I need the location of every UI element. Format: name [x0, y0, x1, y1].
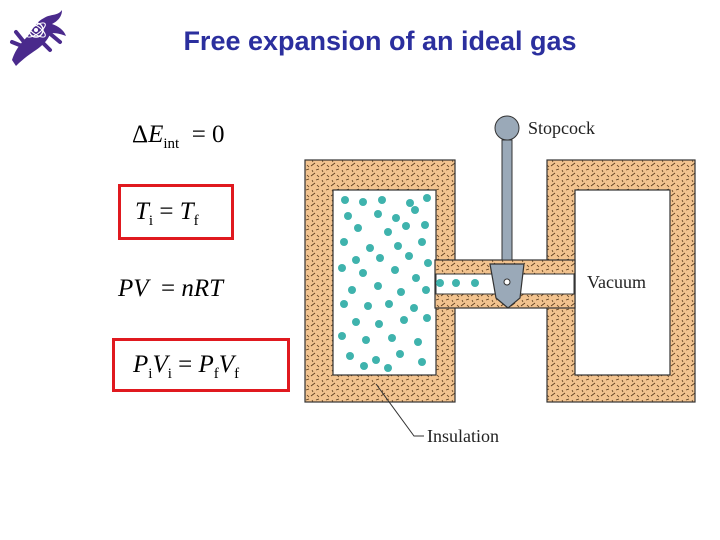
equation-temperature-box: Ti = Tf [118, 184, 234, 240]
eq4-equals: = [178, 351, 193, 378]
eq4-s1b: i [167, 366, 172, 382]
eq4-p2: P [198, 351, 214, 378]
eq1-var: E [148, 121, 164, 148]
eq1-delta: Δ [132, 121, 149, 148]
apparatus-illustration [304, 115, 696, 437]
eq2-rhs: T [179, 198, 194, 225]
eq2-rhs-sub: f [193, 213, 199, 229]
lizard-logo [2, 2, 72, 72]
equation-internal-energy: ΔEint = 0 [132, 122, 225, 152]
equation-pv-box: PiVi = PfVf [112, 338, 290, 392]
eq2-lhs: T [135, 198, 149, 225]
vacuum-label: Vacuum [587, 272, 646, 292]
eq1-rhs: = 0 [191, 121, 225, 148]
eq4-s2b: f [234, 366, 240, 382]
stopcock-stem [501, 139, 513, 261]
eq4-v1: V [152, 351, 168, 378]
insulation-label: Insulation [427, 426, 499, 446]
eq1-sub: int [163, 136, 180, 152]
page-title: Free expansion of an ideal gas [183, 26, 577, 56]
eq2-equals: = [159, 198, 174, 225]
eq3-rhs: nRT [181, 275, 224, 302]
purple-lizard-logo-icon [10, 10, 66, 66]
eq4-s2a: f [213, 366, 219, 382]
stopcock-label: Stopcock [528, 118, 595, 138]
stopcock-handle [494, 115, 520, 141]
insulation-leader-line [375, 383, 424, 437]
free-expansion-diagram: Stopcock Vacuum Insulation [300, 108, 700, 453]
stopcock-valve [489, 263, 525, 309]
eq2-lhs-sub: i [148, 213, 154, 229]
eq3-lhs: PV [118, 275, 149, 302]
equation-ideal-gas-law: PV = nRT [118, 276, 223, 301]
eq3-equals: = [161, 275, 176, 302]
eq4-v2: V [218, 351, 235, 378]
gas-particles [338, 194, 479, 372]
eq4-s1a: i [148, 366, 153, 382]
eq4-p1: P [133, 351, 149, 378]
